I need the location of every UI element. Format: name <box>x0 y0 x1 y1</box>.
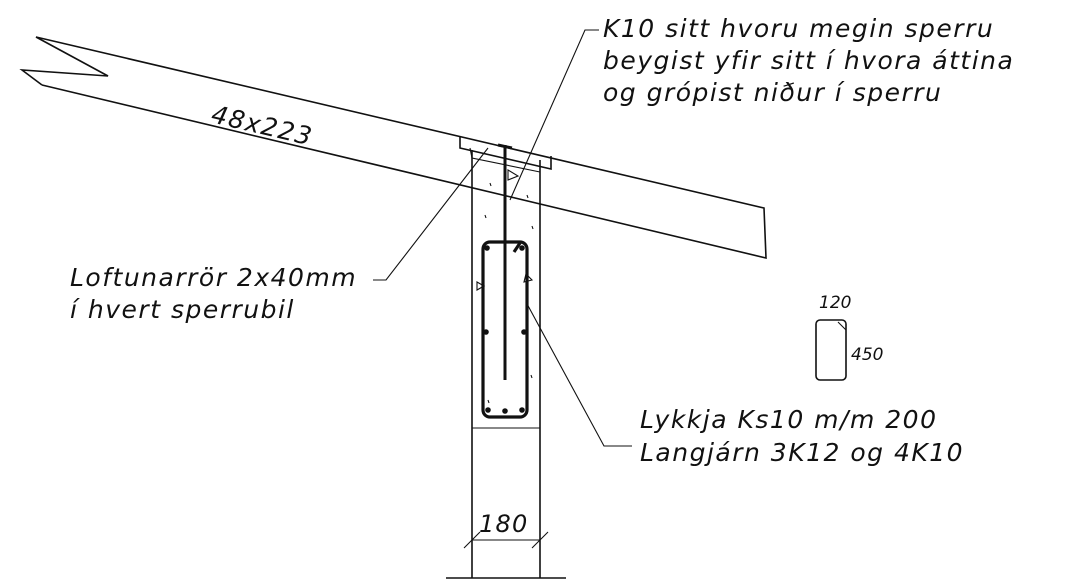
concrete-hatch <box>476 169 534 404</box>
bar-dot <box>521 329 527 335</box>
wall-thickness-dimension: 180 <box>463 510 549 549</box>
rafter-size-label: 48x223 <box>209 100 316 152</box>
bar-dot <box>485 407 491 413</box>
leader-lines <box>373 29 632 447</box>
note-rebar-line2: Langjárn 3K12 og 4K10 <box>640 438 964 467</box>
note-vent-line2: í hvert sperrubil <box>70 295 295 324</box>
dimension-tick <box>531 531 549 549</box>
leader-vent-note <box>373 147 489 281</box>
bar-dot <box>502 408 508 414</box>
dimension-tick <box>463 531 481 549</box>
bar-dot <box>483 329 489 335</box>
bar-dot <box>519 407 525 413</box>
note-top: K10 sitt hvoru megin sperru beygist yfir… <box>603 14 1014 107</box>
stirrup-shape-detail: 120 450 <box>815 293 883 381</box>
note-top-line1: K10 sitt hvoru megin sperru <box>603 14 994 43</box>
note-vent: Loftunarrör 2x40mm í hvert sperrubil <box>70 263 357 324</box>
note-top-line2: beygist yfir sitt í hvora áttina <box>603 46 1014 75</box>
note-top-line3: og grópist niður í sperru <box>603 78 942 107</box>
leader-top-note <box>509 29 599 201</box>
note-rebar-line1: Lykkja Ks10 m/m 200 <box>640 405 937 434</box>
leader-rebar-note <box>525 301 632 447</box>
stirrup-shape-hook <box>837 321 847 331</box>
rafter-outline <box>35 36 767 260</box>
stirrup-shape <box>815 319 847 381</box>
rebar-stirrup <box>481 143 529 419</box>
stirrup-height-label: 450 <box>851 345 883 365</box>
stirrup-width-label: 120 <box>819 293 851 313</box>
concrete-wall <box>446 150 566 579</box>
bar-dot <box>484 245 490 251</box>
note-vent-line1: Loftunarrör 2x40mm <box>70 263 357 292</box>
note-rebar: Lykkja Ks10 m/m 200 Langjárn 3K12 og 4K1… <box>640 405 964 467</box>
stirrup-hook <box>512 242 522 253</box>
rafter-break-symbol <box>19 36 109 86</box>
wall-thickness-label: 180 <box>479 510 528 538</box>
anchor-bar-bend <box>497 143 513 150</box>
bar-dot <box>519 245 525 251</box>
